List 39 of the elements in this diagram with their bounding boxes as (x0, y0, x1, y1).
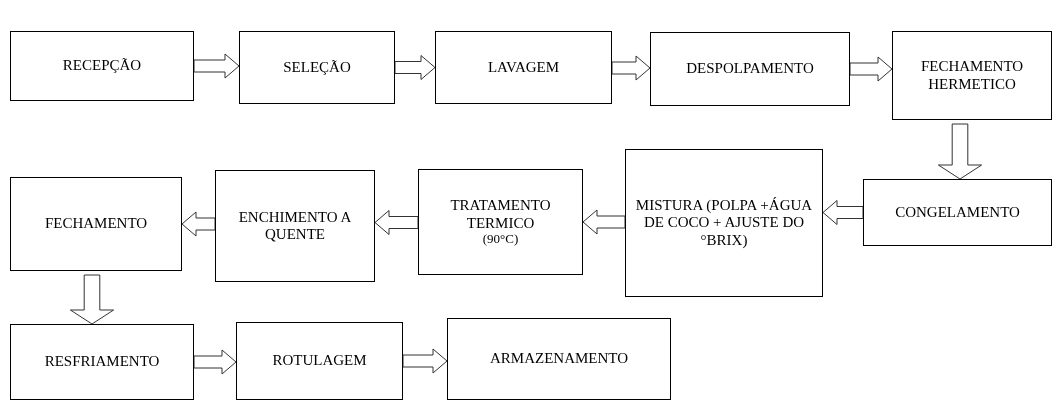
process-box (650, 32, 850, 106)
step-label: (90°C) (482, 231, 519, 247)
process-box (892, 31, 1052, 120)
block-arrow (69, 274, 115, 325)
process-box (625, 149, 823, 297)
step-label: ARMAZENAMENTO (489, 350, 629, 368)
process-box (418, 169, 583, 275)
block-arrow (822, 200, 864, 225)
step-label: TRATAMENTO TERMICO (449, 197, 552, 232)
step-label: MISTURA (POLPA +ÁGUA DE COCO + AJUSTE DO °BRIX) (634, 197, 814, 249)
step-label: FECHAMENTO HERMETICO (919, 58, 1025, 93)
process-box (236, 322, 403, 400)
step-label: ROTULAGEM (272, 352, 367, 370)
block-arrow (937, 123, 983, 180)
process-box (10, 324, 194, 400)
process-box (10, 177, 182, 271)
block-arrow (193, 349, 237, 375)
block-arrow (582, 209, 626, 235)
process-box (10, 31, 194, 101)
step-label: FECHAMENTO (44, 215, 148, 233)
process-box (435, 31, 612, 104)
step-label: CONGELAMENTO (895, 203, 1020, 222)
block-arrow (611, 55, 651, 81)
process-box (447, 318, 671, 400)
step-label: LAVAGEM (487, 58, 560, 77)
step-label: DESPOLPAMENTO (686, 60, 814, 78)
step-label: RECEPÇÃO (62, 57, 142, 75)
process-box (239, 31, 395, 104)
process-box (215, 170, 375, 282)
step-label: ENCHIMENTO A QUENTE (237, 208, 353, 244)
block-arrow (402, 348, 448, 374)
block-arrow (193, 53, 240, 79)
step-label: RESFRIAMENTO (44, 353, 160, 371)
block-arrow (181, 211, 216, 237)
step-label: SELEÇÃO (283, 58, 351, 77)
process-box (863, 179, 1052, 246)
block-arrow (394, 55, 436, 80)
block-arrow (849, 56, 893, 82)
block-arrow (374, 210, 419, 235)
